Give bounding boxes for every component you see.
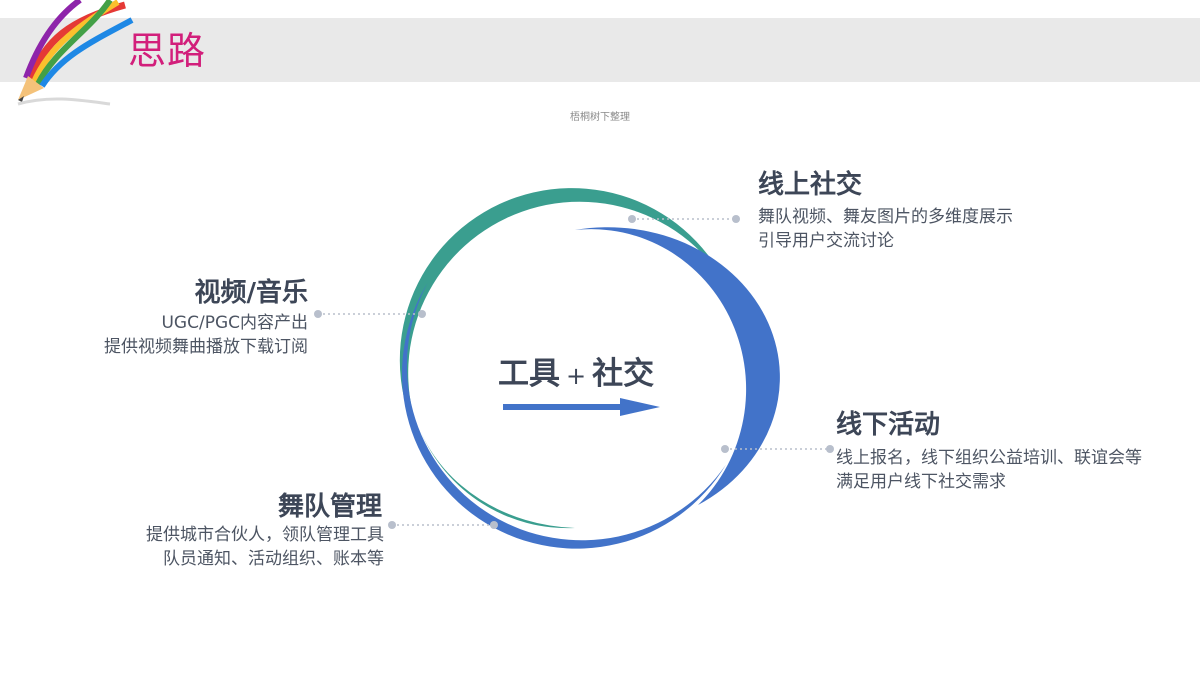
page-title: 思路 (128, 29, 207, 73)
node-desc-team-management: 提供城市合伙人，领队管理工具 队员通知、活动组织、账本等 (60, 523, 384, 571)
dot-bottom-left-a (388, 521, 396, 529)
node-title-offline-activity: 线下活动 (836, 410, 941, 440)
watermark-text: 梧桐树下整理 (570, 112, 630, 123)
node-desc-line: 满足用户线下社交需求 (836, 472, 1006, 492)
dot-bottom-right-b (826, 445, 834, 453)
ring-blue-right (575, 227, 780, 505)
node-desc-line: 提供视频舞曲播放下载订阅 (104, 337, 308, 357)
center-label: 工具+社交 (498, 356, 654, 394)
ring-teal (399, 188, 727, 461)
node-desc-line: UGC/PGC内容产出 (161, 313, 308, 333)
node-desc-line: 线上报名，线下组织公益培训、联谊会等 (836, 448, 1142, 468)
node-title-team-management: 舞队管理 (277, 492, 382, 522)
node-desc-line: 舞队视频、舞友图片的多维度展示 (758, 207, 1013, 227)
node-title-video-music: 视频/音乐 (194, 278, 309, 308)
header-band (0, 18, 1200, 82)
node-desc-offline-activity: 线上报名，线下组织公益培训、联谊会等 满足用户线下社交需求 (836, 446, 1142, 494)
node-desc-online-social: 舞队视频、舞友图片的多维度展示 引导用户交流讨论 (758, 205, 1013, 253)
node-desc-line: 队员通知、活动组织、账本等 (163, 549, 384, 569)
dot-bottom-left-b (490, 521, 498, 529)
node-desc-line: 提供城市合伙人，领队管理工具 (146, 525, 384, 545)
dot-bottom-right-a (721, 445, 729, 453)
arrow-right-icon (503, 398, 660, 416)
center-label-right: 社交 (592, 356, 655, 392)
node-title-online-social: 线上社交 (758, 170, 863, 200)
dot-top-right-b (732, 215, 740, 223)
ring-blue (401, 283, 726, 549)
center-label-plus: + (566, 362, 587, 390)
dot-top-left-a (314, 310, 322, 318)
node-desc-line: 引导用户交流讨论 (758, 231, 894, 251)
center-label-left: 工具 (498, 356, 560, 392)
node-desc-video-music: UGC/PGC内容产出 提供视频舞曲播放下载订阅 (20, 311, 308, 359)
dot-top-left-b (418, 310, 426, 318)
dot-top-right-a (628, 215, 636, 223)
pencil-swirl-logo (17, 0, 134, 106)
